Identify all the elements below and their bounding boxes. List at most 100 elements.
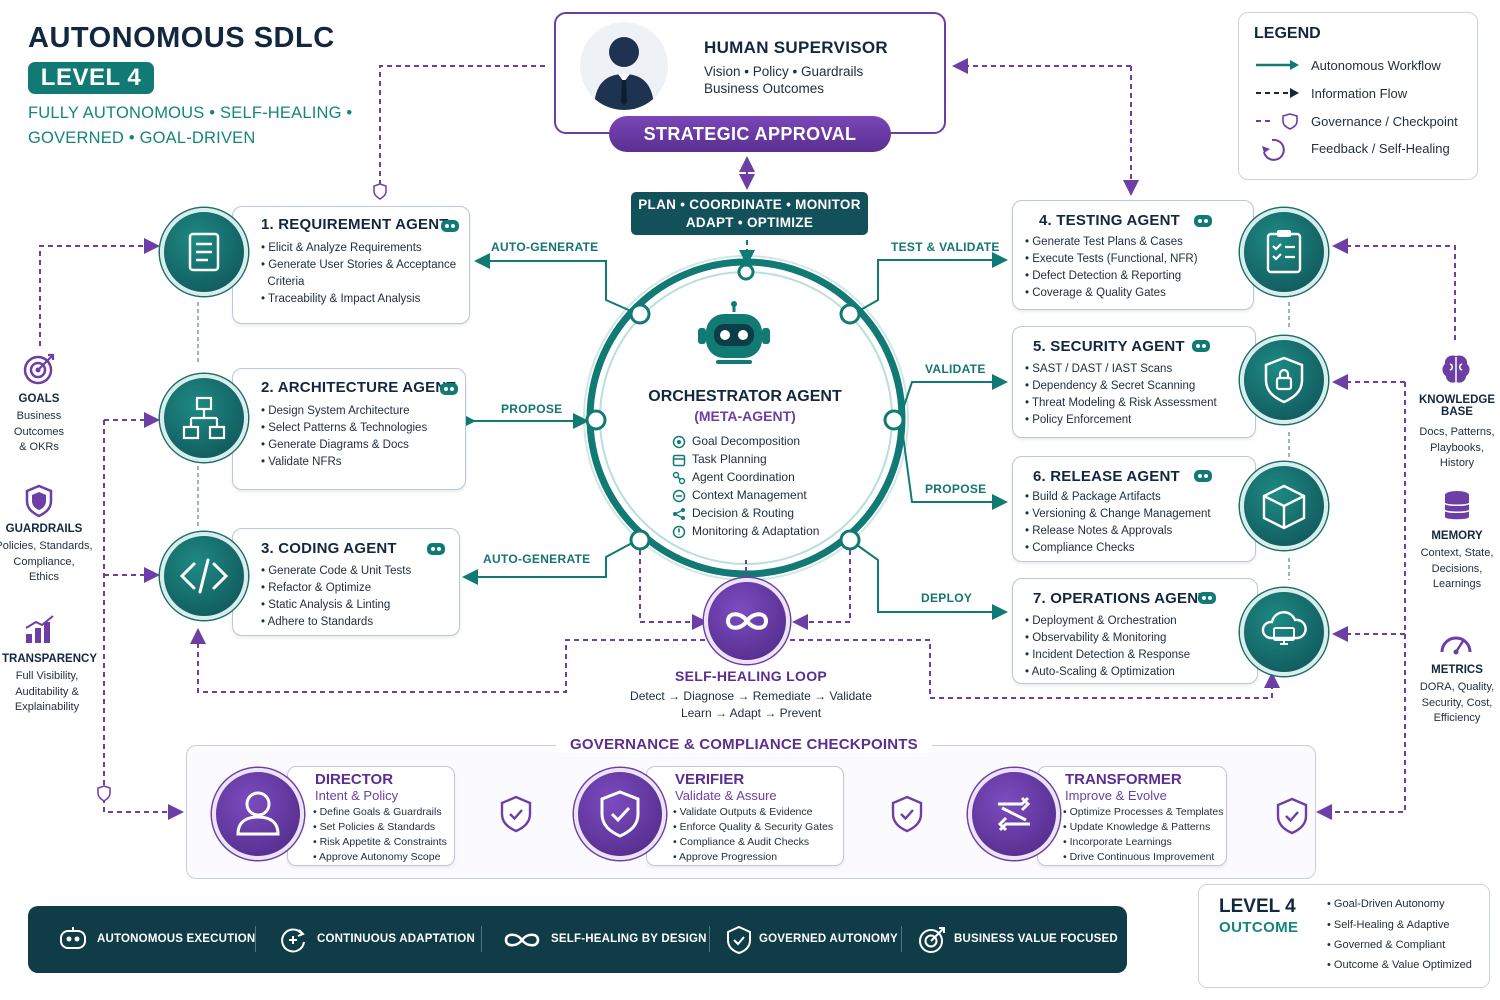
agents-network-icon: [672, 471, 686, 485]
verifier-shield-check-icon: [574, 768, 666, 860]
outcome-title-1: LEVEL 4: [1219, 896, 1296, 917]
orchestrator-subtitle: (META-AGENT): [694, 408, 796, 424]
bullet: Criteria: [267, 276, 305, 288]
supervisor-line-2: Business Outcomes: [704, 81, 825, 96]
bullet: Traceability & Impact Analysis: [268, 293, 421, 305]
guardrails-description: Policies, Standards,Compliance,Ethics: [0, 540, 93, 583]
bullet: Build & Package Artifacts: [1032, 491, 1161, 503]
guardrails-shield-icon: [25, 484, 53, 518]
supervisor-avatar-icon: [580, 22, 668, 110]
transformer-bullets: • Optimize Processes & Templates • Updat…: [1063, 806, 1224, 863]
test-checklist-icon: [1240, 208, 1328, 296]
architecture-agent-bullets: • Design System Architecture • Select Pa…: [261, 405, 428, 468]
coding-agent-title: 3. CODING AGENT: [261, 540, 397, 557]
flow-label-auto-generate: AUTO-GENERATE: [491, 240, 599, 254]
transformer-name: TRANSFORMER: [1065, 771, 1182, 788]
testing-agent-bullets: • Generate Test Plans & Cases • Execute …: [1025, 236, 1198, 299]
orchestrator-item: Decision & Routing: [692, 506, 795, 520]
footer-governed-autonomy: GOVERNED AUTONOMY: [759, 933, 898, 945]
bullet: Release Notes & Approvals: [1032, 525, 1173, 537]
outcome-item: • Outcome & Value Optimized: [1327, 959, 1472, 971]
infinity-icon: [504, 933, 540, 947]
robot-icon: [1192, 340, 1210, 352]
robot-icon: [441, 220, 459, 232]
bullet: Deployment & Orchestration: [1032, 615, 1177, 627]
self-healing-steps-1: Detect → Diagnose → Remediate → Validate: [630, 689, 872, 703]
knowledge-brain-icon: [1442, 355, 1470, 383]
infinity-loop-icon: [704, 578, 790, 664]
architecture-agent-card: 2. ARCHITECTURE AGENT • Design System Ar…: [232, 368, 466, 490]
coding-agent-bullets: • Generate Code & Unit Tests • Refactor …: [261, 565, 412, 628]
calendar-icon: [672, 454, 686, 467]
transformer-card: TRANSFORMER Improve & Evolve • Optimize …: [1037, 766, 1227, 866]
robot-icon: [1194, 215, 1212, 227]
bullet: Observability & Monitoring: [1032, 632, 1167, 644]
target-icon: [919, 927, 945, 953]
tagline-line-1: FULLY AUTONOMOUS • SELF-HEALING •: [28, 104, 353, 122]
robot-icon: [60, 927, 86, 949]
robot-icon: [1194, 470, 1212, 482]
coding-agent-card: 3. CODING AGENT • Generate Code & Unit T…: [232, 528, 460, 636]
diagram-title: AUTONOMOUS SDLC: [28, 22, 335, 54]
security-agent-bullets: • SAST / DAST / IAST Scans • Dependency …: [1025, 363, 1217, 426]
robot-icon: [440, 383, 458, 395]
legend-title: LEGEND: [1254, 25, 1321, 42]
tagline-line-2: GOVERNED • GOAL-DRIVEN: [28, 129, 256, 147]
flow-label-auto-generate: AUTO-GENERATE: [483, 552, 591, 566]
director-role: Intent & Policy: [315, 788, 399, 803]
metrics-description: DORA, Quality,Security, Cost,Efficiency: [1419, 681, 1495, 724]
memory-title: MEMORY: [1431, 530, 1483, 542]
bullet: Compliance Checks: [1032, 542, 1135, 554]
bullet: Threat Modeling & Risk Assessment: [1032, 397, 1217, 409]
transformer-role: Improve & Evolve: [1065, 788, 1167, 803]
security-agent-title: 5. SECURITY AGENT: [1033, 338, 1185, 355]
release-agent-title: 6. RELEASE AGENT: [1033, 468, 1180, 485]
footer-divider: [255, 926, 256, 952]
security-shield-lock-icon: [1240, 336, 1328, 424]
self-healing-steps-2: Learn → Adapt → Prevent: [680, 706, 822, 720]
supervisor-title: HUMAN SUPERVISOR: [704, 38, 888, 57]
bullet: Auto-Scaling & Optimization: [1031, 666, 1175, 678]
testing-agent-title: 4. TESTING AGENT: [1039, 212, 1180, 229]
code-brackets-icon: [160, 532, 248, 620]
flow-label-validate: VALIDATE: [925, 362, 986, 376]
level-outcome-panel: [1198, 884, 1490, 988]
bullet: Generate Test Plans & Cases: [1032, 236, 1183, 248]
bullet: Defect Detection & Reporting: [1032, 270, 1182, 282]
verifier-card: VERIFIER Validate & Assure • Validate Ou…: [646, 766, 844, 866]
verifier-bullets: • Validate Outputs & Evidence • Enforce …: [673, 806, 834, 863]
legend-symbols: [1256, 60, 1299, 161]
checkpoint-shield-icon: [500, 795, 532, 833]
orchestrator-item: Monitoring & Adaptation: [692, 524, 820, 538]
governance-title: GOVERNANCE & COMPLIANCE CHECKPOINTS: [556, 736, 932, 753]
bullet: Generate Diagrams & Docs: [268, 439, 409, 451]
target-icon: [672, 435, 686, 449]
footer-self-healing-by-design: SELF-HEALING BY DESIGN: [551, 933, 707, 945]
strategic-approval-badge: STRATEGIC APPROVAL: [609, 116, 891, 152]
director-card: DIRECTOR Intent & Policy • Define Goals …: [287, 766, 455, 866]
director-bullets: • Define Goals & Guardrails • Set Polici…: [313, 806, 447, 863]
plan-line-2: ADAPT • OPTIMIZE: [685, 215, 814, 230]
orchestrator-item: Goal Decomposition: [692, 434, 801, 448]
release-agent-card: 6. RELEASE AGENT • Build & Package Artif…: [1012, 456, 1256, 562]
operations-agent-bullets: • Deployment & Orchestration • Observabi…: [1025, 615, 1191, 678]
bullet: Generate Code & Unit Tests: [268, 565, 412, 577]
legend-panel: [1238, 12, 1478, 180]
knowledge-base-title: KNOWLEDGE BASE: [1416, 394, 1498, 418]
footer-continuous-adaptation: CONTINUOUS ADAPTATION: [317, 933, 475, 945]
security-agent-card: 5. SECURITY AGENT • SAST / DAST / IAST S…: [1012, 326, 1256, 438]
plan-coordinate-box: PLAN • COORDINATE • MONITOR ADAPT • OPTI…: [631, 192, 868, 235]
bullet: SAST / DAST / IAST Scans: [1032, 363, 1173, 375]
monitoring-icon: [672, 525, 686, 539]
verifier-name: VERIFIER: [675, 771, 745, 788]
transparency-title: TRANSPARENCY: [2, 653, 97, 665]
supervisor-line-1: Vision • Policy • Guardrails: [704, 64, 864, 79]
flow-label-propose: PROPOSE: [501, 402, 563, 416]
requirements-document-icon: [160, 208, 248, 296]
requirement-agent-title: 1. REQUIREMENT AGENT: [261, 216, 449, 233]
bullet: Versioning & Change Management: [1032, 508, 1211, 520]
robot-icon: [427, 543, 445, 555]
bullet: Generate User Stories & Acceptance: [268, 259, 457, 271]
plan-line-1: PLAN • COORDINATE • MONITOR: [638, 197, 861, 212]
